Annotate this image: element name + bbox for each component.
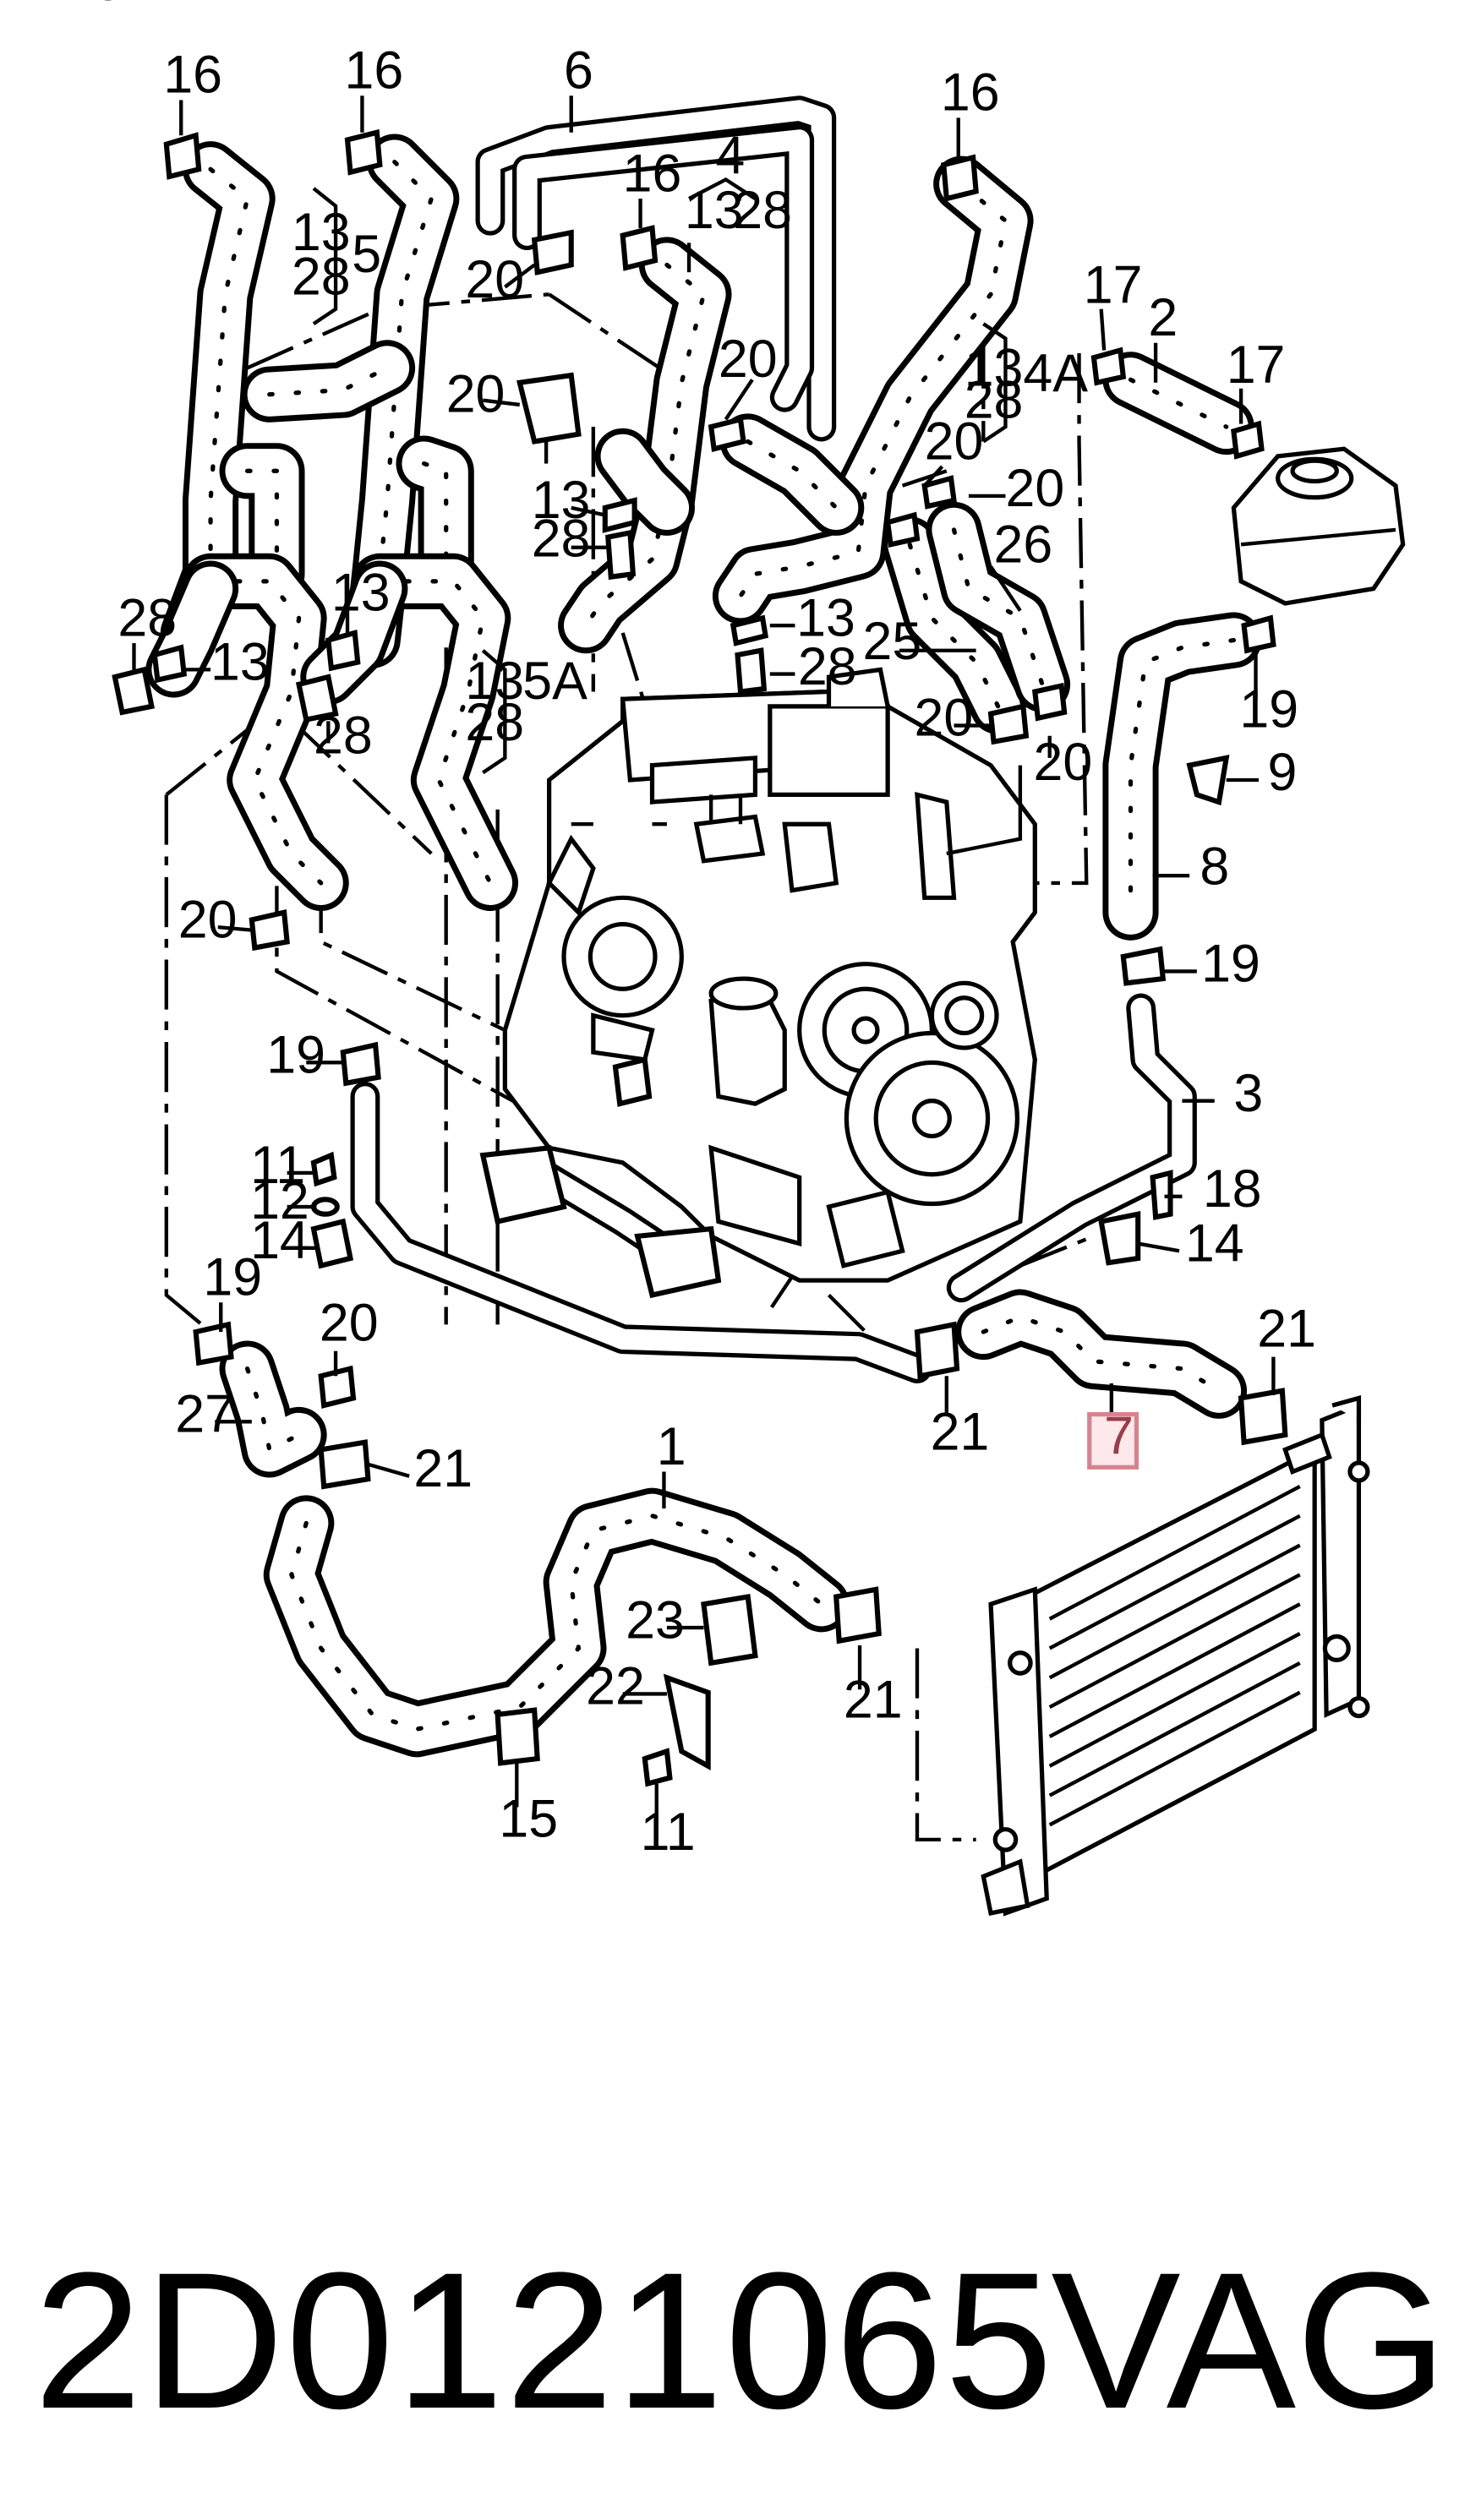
callout-15: 15 bbox=[499, 1789, 558, 1848]
callout-4a: 4A bbox=[1023, 344, 1088, 403]
callout-11-b: 11 bbox=[641, 1803, 696, 1862]
callout-12: 12 bbox=[250, 1171, 309, 1230]
callout-13-d: 13 bbox=[796, 588, 855, 647]
callout-25: 25 bbox=[863, 612, 922, 671]
callout-13-e: 13 bbox=[63, 0, 123, 12]
callout-20-e: 20 bbox=[1005, 459, 1064, 518]
callout-21-c: 21 bbox=[1257, 1299, 1316, 1358]
callout-13-c: 13 bbox=[331, 564, 391, 623]
callout-labels: 16 16 6 16 16 4 13 28 13 28 5 20 20 20 1… bbox=[63, 0, 1316, 1862]
radiator bbox=[981, 1394, 1370, 1917]
callout-14-b: 14 bbox=[1185, 1214, 1244, 1273]
callout-7: 7 bbox=[1104, 1407, 1134, 1466]
engine-block bbox=[502, 667, 1037, 1283]
expansion-tank bbox=[1231, 446, 1406, 606]
callout-20-g: 20 bbox=[1034, 733, 1093, 792]
callout-17-a: 17 bbox=[1084, 256, 1143, 315]
callout-14-a: 14 bbox=[250, 1211, 309, 1270]
callout-1: 1 bbox=[657, 1417, 686, 1476]
callout-28-group4: 28 bbox=[733, 181, 792, 240]
callout-23: 23 bbox=[626, 1590, 685, 1650]
callout-21-a: 21 bbox=[413, 1439, 473, 1498]
callout-5a: 5A bbox=[522, 652, 587, 711]
callout-28-c: 28 bbox=[798, 637, 857, 696]
callout-13-group5a: 13 bbox=[465, 652, 524, 711]
brand-name: VAG bbox=[1051, 2232, 1447, 2449]
pipes bbox=[350, 95, 1197, 1384]
callout-27: 27 bbox=[175, 1384, 234, 1443]
callout-20-i: 20 bbox=[320, 1294, 379, 1353]
callout-28-group4a: 28 bbox=[965, 371, 1024, 430]
callout-13-a: 13 bbox=[532, 471, 591, 530]
callout-9: 9 bbox=[1267, 743, 1297, 802]
leader-lines bbox=[132, 95, 1276, 1822]
callout-3: 3 bbox=[1233, 1064, 1263, 1123]
callout-8: 8 bbox=[1200, 837, 1229, 897]
callout-16-d: 16 bbox=[941, 63, 1000, 123]
callout-7-highlight bbox=[1087, 1411, 1139, 1470]
callout-19-b: 19 bbox=[1201, 935, 1260, 994]
callout-19-a: 19 bbox=[1239, 679, 1298, 739]
callout-26: 26 bbox=[994, 515, 1053, 574]
callout-2: 2 bbox=[1148, 288, 1178, 347]
callout-13-group5: 13 bbox=[292, 203, 351, 262]
small-parts bbox=[112, 128, 1288, 1787]
callout-28-group5a: 28 bbox=[465, 693, 524, 752]
callout-20-h: 20 bbox=[178, 890, 238, 949]
callout-16-a: 16 bbox=[163, 46, 222, 105]
callout-28-a: 28 bbox=[532, 509, 591, 568]
footer: 2D0121065 VAG bbox=[0, 2214, 1481, 2468]
callout-13-group4: 13 bbox=[685, 181, 744, 240]
callout-21-b: 21 bbox=[931, 1402, 990, 1461]
callout-5: 5 bbox=[352, 225, 381, 284]
hoses bbox=[145, 134, 1262, 1758]
callout-20-f: 20 bbox=[914, 689, 973, 748]
callout-28-b: 28 bbox=[117, 588, 177, 647]
callout-4: 4 bbox=[715, 126, 745, 185]
callout-13-group4a: 13 bbox=[965, 338, 1024, 397]
callout-6: 6 bbox=[564, 41, 593, 100]
callout-28-group5: 28 bbox=[292, 247, 351, 306]
callout-19-d: 19 bbox=[203, 1248, 262, 1307]
callout-20-a: 20 bbox=[465, 250, 524, 309]
callout-16-c: 16 bbox=[623, 144, 682, 203]
callout-19-c: 19 bbox=[266, 1026, 325, 1085]
callout-16-b: 16 bbox=[345, 41, 404, 100]
callout-28-d: 28 bbox=[314, 706, 373, 766]
callout-20-c: 20 bbox=[719, 330, 778, 389]
callout-22: 22 bbox=[586, 1657, 645, 1716]
callout-11-a: 11 bbox=[250, 1136, 305, 1195]
callout-17-b: 17 bbox=[1227, 335, 1286, 395]
callout-18: 18 bbox=[1203, 1159, 1262, 1219]
callout-13-b: 13 bbox=[210, 633, 270, 692]
part-number: 2D0121065 bbox=[34, 2232, 1055, 2449]
callout-20-d: 20 bbox=[925, 412, 984, 471]
callout-20-b: 20 bbox=[446, 365, 506, 424]
callout-21-d: 21 bbox=[844, 1670, 903, 1729]
coolant-system-diagram: 16 16 6 16 16 4 13 28 13 28 5 20 20 20 1… bbox=[63, 0, 1406, 1917]
